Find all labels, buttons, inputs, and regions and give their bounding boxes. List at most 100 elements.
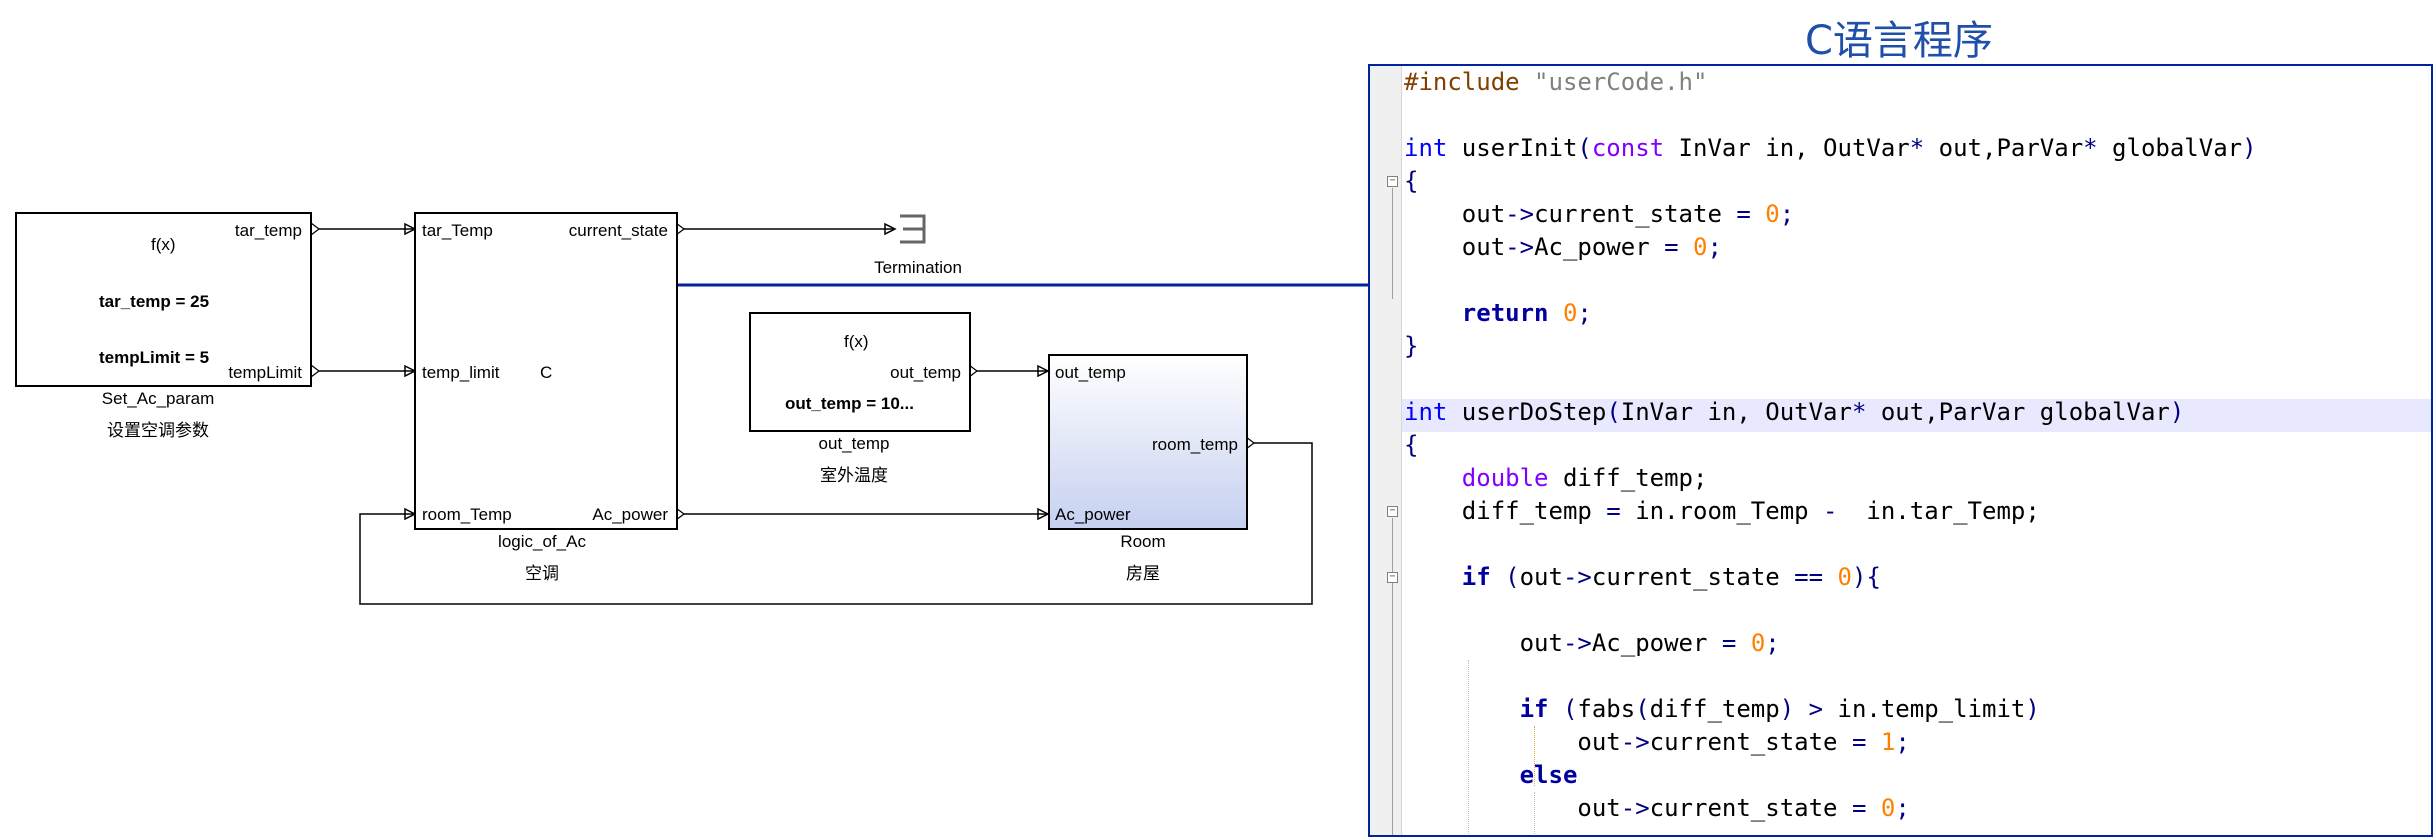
code-token: ; xyxy=(1707,233,1722,261)
code-token: ( xyxy=(1505,563,1520,591)
code-token: "userCode.h" xyxy=(1534,68,1708,96)
code-token xyxy=(1549,695,1563,723)
set-param-name: Set_Ac_param xyxy=(101,389,215,408)
code-token: == xyxy=(1794,563,1824,591)
code-token: 0 xyxy=(1880,794,1896,822)
out-temp-block[interactable]: f(x) out_temp out_temp = 10... xyxy=(749,312,971,432)
logic-in-temp-limit: temp_limit xyxy=(422,363,500,382)
set-ac-param-block[interactable]: f(x) tar_temp tar_temp = 25 tempLimit = … xyxy=(15,212,312,387)
room-block[interactable]: out_temp room_temp Ac_power xyxy=(1048,354,1248,530)
fold-toggle-userdostep[interactable]: − xyxy=(1387,506,1398,517)
code-token: = xyxy=(1664,233,1679,261)
code-token: double xyxy=(1461,464,1549,492)
code-token: current_state xyxy=(1649,728,1852,756)
code-token: * xyxy=(2083,134,2098,162)
arrow-head-current-state xyxy=(884,222,897,236)
code-token xyxy=(1751,200,1765,228)
code-token: int xyxy=(1404,134,1448,162)
code-panel-title: C语言程序 xyxy=(1805,18,1993,64)
code-token xyxy=(1404,695,1520,723)
fold-toggle-userinit[interactable]: − xyxy=(1387,176,1398,187)
code-token: 0 xyxy=(1765,200,1780,228)
code-token: ; xyxy=(1765,629,1780,657)
code-token: diff_temp; xyxy=(1548,464,1708,492)
code-token xyxy=(1520,68,1534,96)
editor-gutter: − − − xyxy=(1370,66,1402,835)
set-param-func-label: f(x) xyxy=(151,235,176,254)
out-temp-caption: 室外温度 xyxy=(820,466,888,485)
code-line: out->current_state = 0; xyxy=(1404,792,1910,825)
indent-guide-1 xyxy=(1468,660,1469,835)
code-token: { xyxy=(1866,563,1881,591)
code-token: 0 xyxy=(1837,563,1852,591)
code-token: ( xyxy=(1577,134,1592,162)
room-in-out-temp: out_temp xyxy=(1055,363,1126,382)
logic-of-ac-block[interactable]: tar_Temp current_state temp_limit C room… xyxy=(414,212,678,530)
code-token: ) xyxy=(2169,398,2185,426)
code-token: current_state xyxy=(1534,200,1737,228)
code-token: -> xyxy=(1620,794,1650,822)
code-token: in.temp_limit xyxy=(1823,695,2026,723)
code-token: ; xyxy=(1895,794,1910,822)
code-token: out xyxy=(1404,233,1506,261)
out-temp-port: out_temp xyxy=(890,363,961,382)
code-line: } xyxy=(1404,330,1418,363)
code-token: } xyxy=(1404,332,1419,360)
arrow-head-out-temp xyxy=(1037,364,1050,378)
code-token: 0 xyxy=(1562,299,1578,327)
code-token: ; xyxy=(1577,299,1592,327)
code-token xyxy=(1404,563,1462,591)
code-editor[interactable]: − − − #include "userCode.h"int userInit(… xyxy=(1368,64,2433,837)
logic-center-label: C xyxy=(540,363,553,382)
arrow-head-tar-temp xyxy=(404,222,417,236)
code-line: int userInit(const InVar in, OutVar* out… xyxy=(1404,132,2257,165)
code-token: -> xyxy=(1562,563,1592,591)
code-token xyxy=(1866,794,1880,822)
arrow-head-ac-power xyxy=(1037,507,1050,521)
code-token: * xyxy=(1851,398,1867,426)
set-param-line-temp-limit: tempLimit = 5 xyxy=(99,348,210,367)
code-token: = xyxy=(1736,200,1751,228)
code-token: else xyxy=(1519,761,1578,789)
code-token: if xyxy=(1461,563,1491,591)
code-token: ) xyxy=(1779,695,1795,723)
code-token xyxy=(1404,464,1462,492)
code-token: out xyxy=(1404,794,1621,822)
code-token: -> xyxy=(1620,728,1650,756)
code-line: out->Ac_power = 0; xyxy=(1404,231,1722,264)
set-param-port-tar-temp: tar_temp xyxy=(234,221,302,240)
code-token xyxy=(1736,629,1750,657)
logic-name: logic_of_Ac xyxy=(498,532,586,551)
indent-guide-2 xyxy=(1534,726,1535,786)
code-token: 0 xyxy=(1750,629,1766,657)
code-token: ( xyxy=(1606,398,1621,426)
code-token: userDoStep xyxy=(1447,398,1607,426)
set-param-line-tar-temp: tar_temp = 25 xyxy=(99,292,210,311)
code-token: 1 xyxy=(1880,728,1896,756)
code-token: out xyxy=(1404,200,1506,228)
code-token: 0 xyxy=(1693,233,1708,261)
logic-in-room-temp: room_Temp xyxy=(422,505,512,524)
code-token: Ac_power xyxy=(1591,629,1722,657)
wire-layer xyxy=(310,214,1370,605)
code-token xyxy=(1679,233,1693,261)
code-token: out,ParVar globalVar xyxy=(1866,398,2170,426)
code-token: ( xyxy=(1635,695,1650,723)
code-line: else xyxy=(1404,759,1578,792)
code-token: int xyxy=(1404,398,1448,426)
code-token: - xyxy=(1823,497,1838,525)
termination-symbol xyxy=(900,214,926,244)
code-token: ) xyxy=(2025,695,2040,723)
fold-toggle-if-block[interactable]: − xyxy=(1387,572,1398,583)
code-token: ; xyxy=(1779,200,1795,228)
port-temp-limit xyxy=(310,363,320,379)
code-token xyxy=(1404,761,1520,789)
code-token: = xyxy=(1606,497,1621,525)
code-token: out xyxy=(1519,563,1563,591)
code-token: { xyxy=(1404,431,1419,459)
indent-guide-3 xyxy=(1534,792,1535,835)
fold-line-userdostep xyxy=(1392,518,1393,835)
out-temp-line: out_temp = 10... xyxy=(785,394,914,413)
code-token: -> xyxy=(1505,233,1535,261)
wire-room-temp-feedback[interactable] xyxy=(359,442,1313,605)
